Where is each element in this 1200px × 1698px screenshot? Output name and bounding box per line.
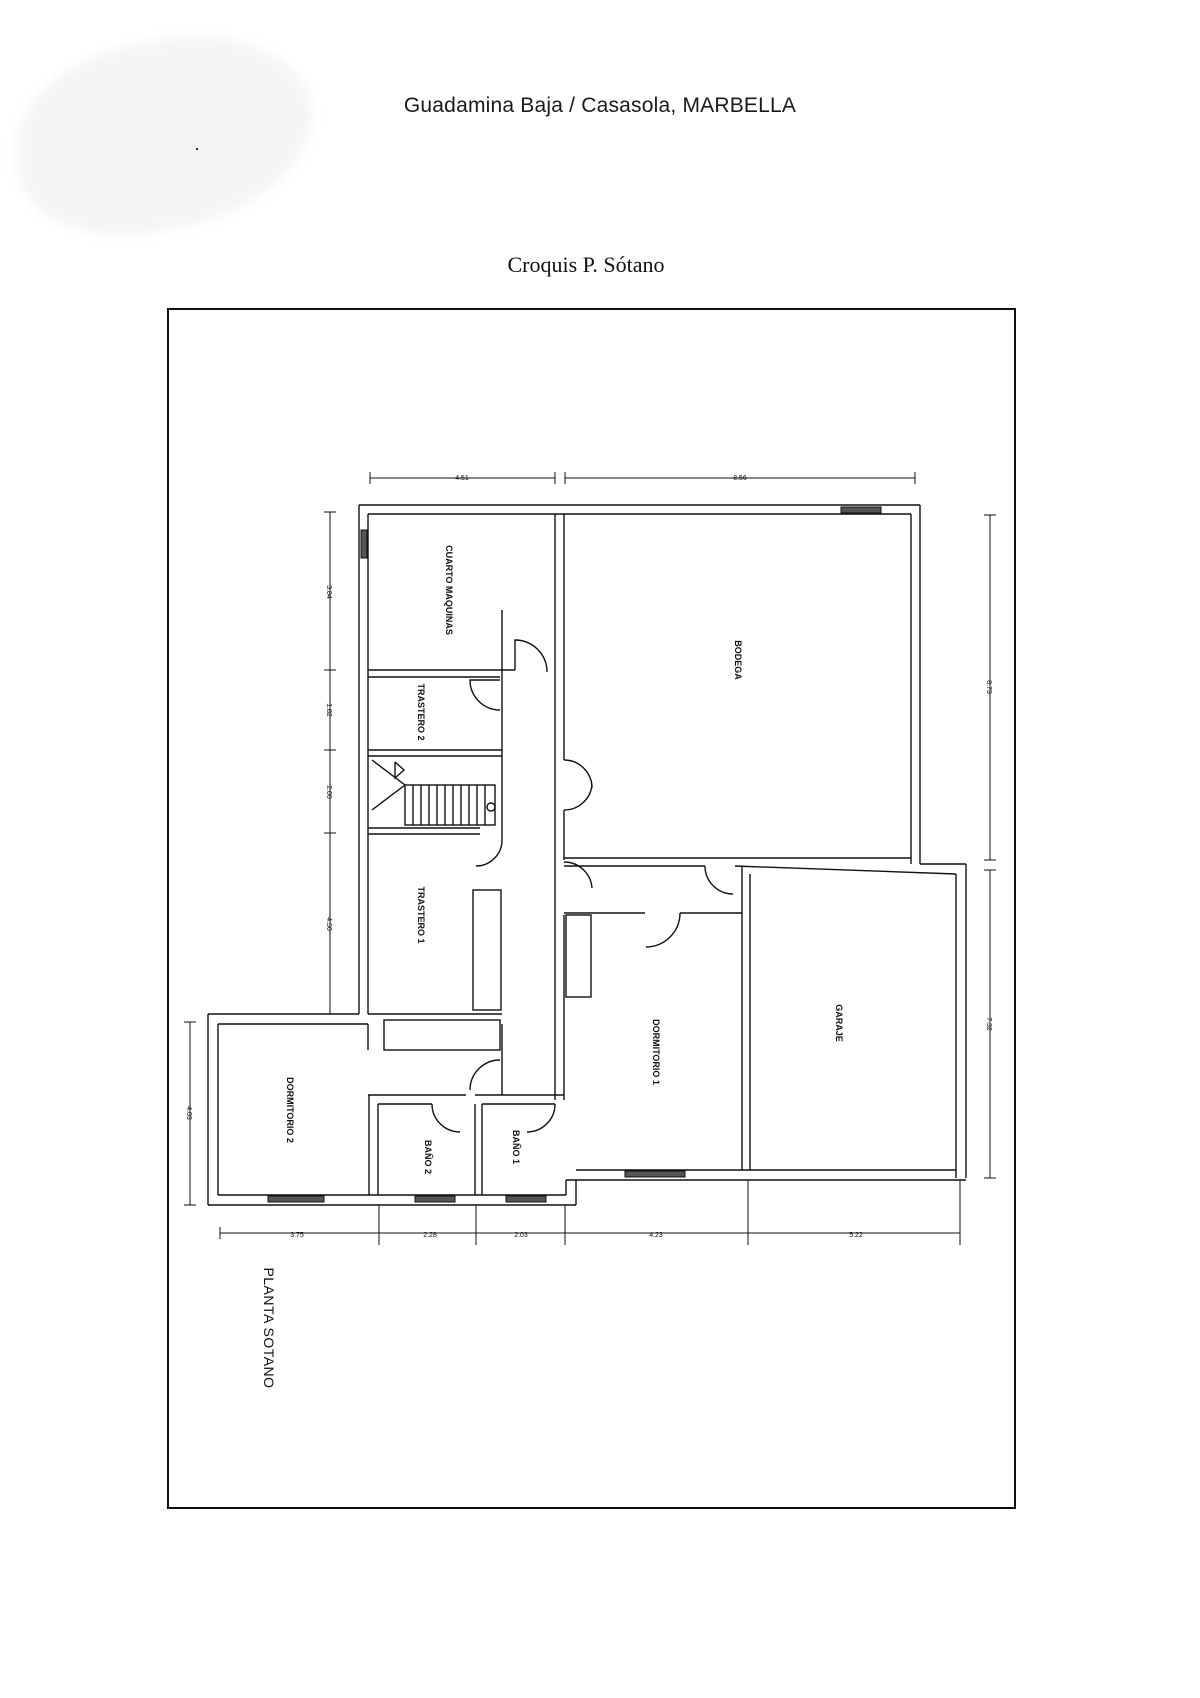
- room-label-dormitorio-1: DORMITORIO 1: [651, 1019, 661, 1085]
- dim-right-2: 7.32: [985, 1017, 992, 1031]
- dimension-lines: [184, 472, 996, 1245]
- room-label-dormitorio-2: DORMITORIO 2: [285, 1077, 295, 1143]
- outer-walls: [207, 504, 967, 1206]
- plan-frame: [167, 308, 1016, 1509]
- room-label-trastero-1: TRASTERO 1: [416, 886, 426, 943]
- dim-left-3: 2.00: [325, 785, 332, 799]
- dim-left-low: 4.03: [185, 1106, 192, 1120]
- dim-bottom-5: 5.22: [849, 1232, 863, 1239]
- interior-walls: [367, 514, 957, 1195]
- doors: [431, 639, 734, 1133]
- dim-left-2: 1.82: [325, 703, 332, 717]
- room-label-bano-2: BAÑO 2: [423, 1140, 433, 1174]
- page-title: Guadamina Baja / Casasola, MARBELLA: [403, 94, 797, 117]
- room-label-bano-1: BAÑO 1: [511, 1130, 521, 1164]
- dim-right-1: 8.73: [985, 680, 992, 694]
- scan-dot: [196, 148, 198, 150]
- dim-top-1: 4.51: [455, 475, 469, 482]
- staircase: [371, 759, 496, 826]
- dim-bottom-1: 3.75: [290, 1232, 304, 1239]
- dim-left-4: 4.50: [325, 917, 332, 931]
- plan-caption: PLANTA SOTANO: [261, 1267, 277, 1388]
- dim-bottom-2: 2.28: [423, 1232, 437, 1239]
- room-label-cuarto-maquinas: CUARTO MAQUINAS: [444, 545, 454, 635]
- dim-left-1: 3.84: [325, 585, 332, 599]
- room-label-trastero-2: TRASTERO 2: [416, 683, 426, 740]
- room-label-bodega: BODEGA: [733, 640, 743, 680]
- dim-top-2: 8.56: [733, 475, 747, 482]
- room-label-garaje: GARAJE: [834, 1004, 844, 1042]
- dim-bottom-3: 2.03: [514, 1232, 528, 1239]
- plan-subtitle: Croquis P. Sótano: [507, 252, 665, 277]
- windows: [267, 506, 882, 1203]
- dim-bottom-4: 4.23: [649, 1232, 663, 1239]
